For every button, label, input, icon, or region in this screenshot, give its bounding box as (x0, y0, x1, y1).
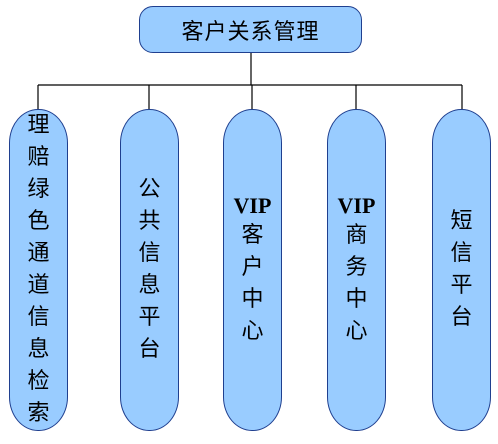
node-label-char: 台 (450, 305, 473, 330)
child-node-label: 公共信息平台 (138, 174, 160, 366)
child-node-label: 理赔绿色通道信息检索 (27, 110, 49, 430)
node-label-char: 短 (450, 209, 473, 234)
node-label-char: 理 (27, 113, 50, 138)
node-label-char: 信 (450, 241, 473, 266)
node-label-char: 平 (138, 305, 161, 330)
node-label-char: 平 (450, 273, 473, 298)
child-node-label: 短信平台 (450, 206, 472, 334)
node-label-char: 色 (27, 209, 50, 234)
node-label-char: 中 (241, 287, 264, 312)
root-node: 客户关系管理 (139, 6, 362, 53)
node-label-char: 信 (27, 305, 50, 330)
child-node-public-info-platform: 公共信息平台 (120, 109, 179, 431)
child-node-prefix: VIP (337, 193, 376, 218)
node-label-char: 道 (27, 273, 50, 298)
node-label-char: 心 (345, 319, 368, 344)
child-node-vip-customer-center: VIP 客户中心 (223, 109, 282, 431)
node-label-char: 户 (241, 255, 264, 280)
node-label-char: 通 (27, 241, 50, 266)
node-label-char: 商 (345, 223, 368, 248)
node-label-char: 绿 (27, 177, 50, 202)
node-label-char: 检 (27, 369, 50, 394)
child-node-prefix: VIP (233, 193, 272, 218)
node-label-char: 赔 (27, 145, 50, 170)
node-label-char: 索 (27, 401, 50, 426)
node-label-char: 客 (241, 223, 264, 248)
node-label-char: 心 (241, 319, 264, 344)
node-label-char: 公 (138, 177, 161, 202)
root-node-label: 客户关系管理 (181, 19, 320, 45)
node-label-char: 务 (345, 255, 368, 280)
child-node-claims-green-channel: 理赔绿色通道信息检索 (9, 109, 68, 431)
child-node-label: 客户中心 (241, 220, 263, 348)
child-node-sms-platform: 短信平台 (432, 109, 491, 431)
child-node-label: 商务中心 (345, 220, 367, 348)
node-label-char: 息 (138, 273, 161, 298)
node-label-char: 息 (27, 337, 50, 362)
node-label-char: 信 (138, 241, 161, 266)
child-node-vip-business-center: VIP 商务中心 (327, 109, 386, 431)
node-label-char: 中 (345, 287, 368, 312)
node-label-char: 共 (138, 209, 161, 234)
node-label-char: 台 (138, 337, 161, 362)
